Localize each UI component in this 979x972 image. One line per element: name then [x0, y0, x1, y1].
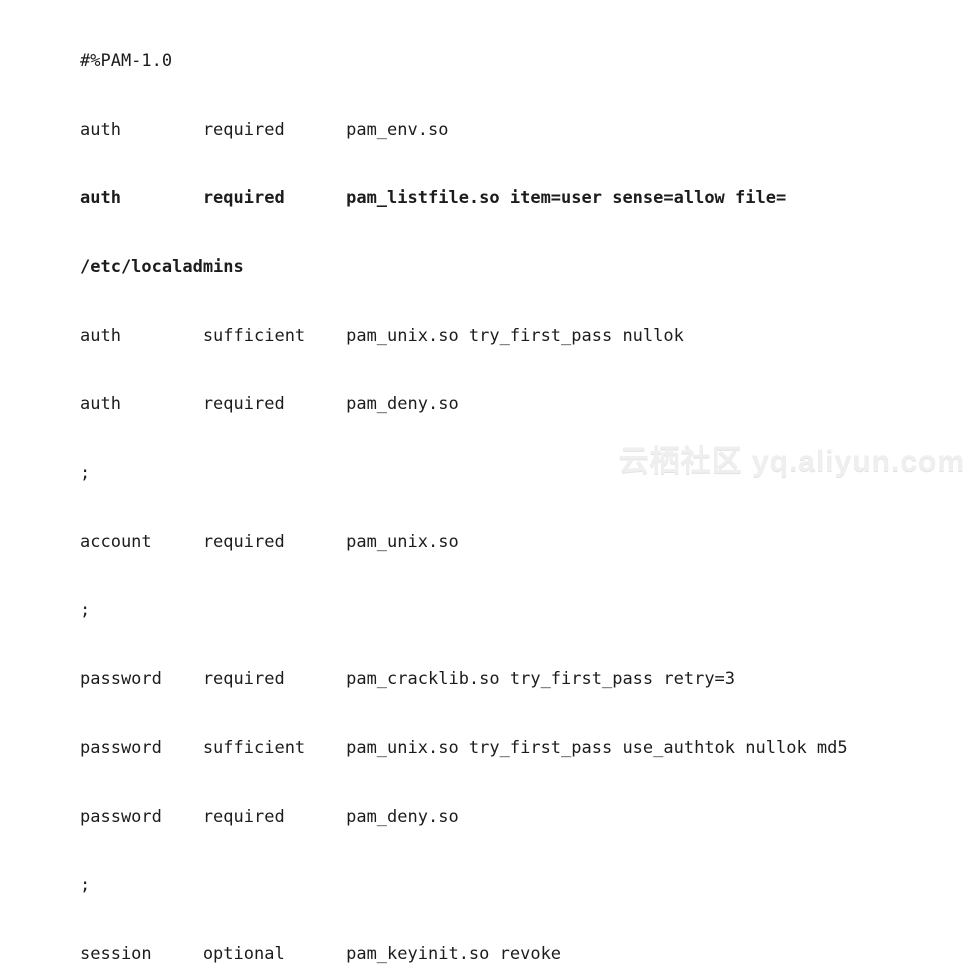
- code-line: auth required pam_listfile.so item=user …: [80, 188, 787, 209]
- code-line: auth required pam_env.so: [80, 119, 449, 140]
- pam-config-listing: #%PAM-1.0 auth required pam_env.so auth …: [80, 4, 889, 972]
- code-line: auth sufficient pam_unix.so try_first_pa…: [80, 325, 684, 346]
- code-line: password required pam_cracklib.so try_fi…: [80, 669, 736, 690]
- code-line: account required pam_unix.so: [80, 531, 459, 552]
- code-line: password required pam_deny.so: [80, 806, 459, 827]
- yunqi-community-watermark: 云栖社区 yq.aliyun.com: [618, 445, 965, 478]
- code-line: #%PAM-1.0: [80, 50, 173, 71]
- code-line: ;: [80, 463, 91, 484]
- code-line: ;: [80, 600, 91, 621]
- code-line: auth required pam_deny.so: [80, 394, 459, 415]
- code-line: /etc/localadmins: [80, 256, 244, 277]
- code-line: password sufficient pam_unix.so try_firs…: [80, 737, 848, 758]
- code-line: session optional pam_keyinit.so revoke: [80, 943, 562, 964]
- code-line: ;: [80, 875, 91, 896]
